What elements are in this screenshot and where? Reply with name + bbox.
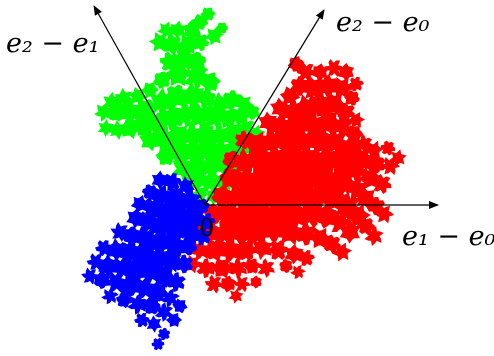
red-tile-lobe (243, 258, 261, 274)
blue-tile-lobe (134, 312, 150, 328)
blue-tile-lobe (159, 247, 185, 273)
red-tile-lobe (347, 76, 364, 91)
blue-tile-lobe (175, 254, 193, 274)
red-tile-lobe (204, 274, 224, 294)
blue-tile-lobe (151, 337, 165, 351)
blue-tile-lobe (146, 315, 162, 333)
red-tile-lobe (290, 265, 306, 279)
blue-tile-lobe (116, 291, 132, 309)
green-tile-lobe (97, 118, 115, 138)
red-tile-lobe (295, 222, 317, 246)
blue-tile-lobe (165, 272, 186, 293)
red-tile-lobe (196, 257, 216, 279)
label-e2-minus-e0: e₂ − e₀ (336, 7, 430, 38)
green-tile-lobe (148, 31, 172, 52)
green-tile-lobe (215, 22, 228, 34)
blue-tile-lobe (178, 236, 198, 256)
red-tile-lobe (297, 250, 315, 266)
blue-tile-lobe (192, 226, 212, 246)
axis-e2-minus-e0-arrow (204, 9, 325, 206)
red-tile-lobe (215, 235, 245, 265)
red-tile-lobe (339, 220, 361, 244)
axis-e2-minus-e1-arrow (93, 5, 206, 206)
green-tile-lobe (108, 120, 128, 140)
blue-tile-lobe (148, 282, 168, 302)
blue-tile-lobe (157, 327, 171, 341)
blue-tile-lobe (101, 287, 119, 305)
label-e1-minus-e0: e₁ − e₀ (402, 221, 494, 252)
blue-tile-lobe (162, 173, 182, 191)
red-tile-lobe (219, 275, 237, 293)
red-tile-lobe (257, 258, 275, 278)
label-e2-minus-e1: e₂ − e₁ (6, 28, 99, 59)
green-tile-lobe (153, 71, 172, 89)
red-tile-lobe (267, 240, 289, 260)
blue-tile-lobe (165, 312, 183, 328)
green-tile-lobe (155, 146, 177, 166)
red-tile-lobe (380, 140, 396, 156)
red-tile-lobe (331, 242, 353, 262)
red-fractal-tile (182, 56, 407, 304)
red-tile-lobe (373, 204, 395, 224)
blue-tile-lobe (93, 271, 111, 290)
red-tile-lobe (372, 173, 392, 195)
origin-label: 0 (199, 214, 214, 242)
red-tile-lobe (211, 257, 233, 279)
blue-fractal-tile (81, 170, 216, 351)
red-tile-lobe (379, 156, 401, 176)
blue-tile-lobe (172, 298, 188, 314)
red-tile-lobe (364, 226, 384, 246)
green-tile-lobe (199, 102, 229, 130)
blue-tile-lobe (143, 297, 161, 315)
red-tile-lobe (228, 257, 248, 279)
red-tile-lobe (279, 258, 293, 273)
red-tile-lobe (228, 288, 244, 304)
red-tile-lobe (250, 275, 262, 289)
red-tile-lobe (233, 275, 251, 293)
red-tile-lobe (344, 90, 360, 106)
